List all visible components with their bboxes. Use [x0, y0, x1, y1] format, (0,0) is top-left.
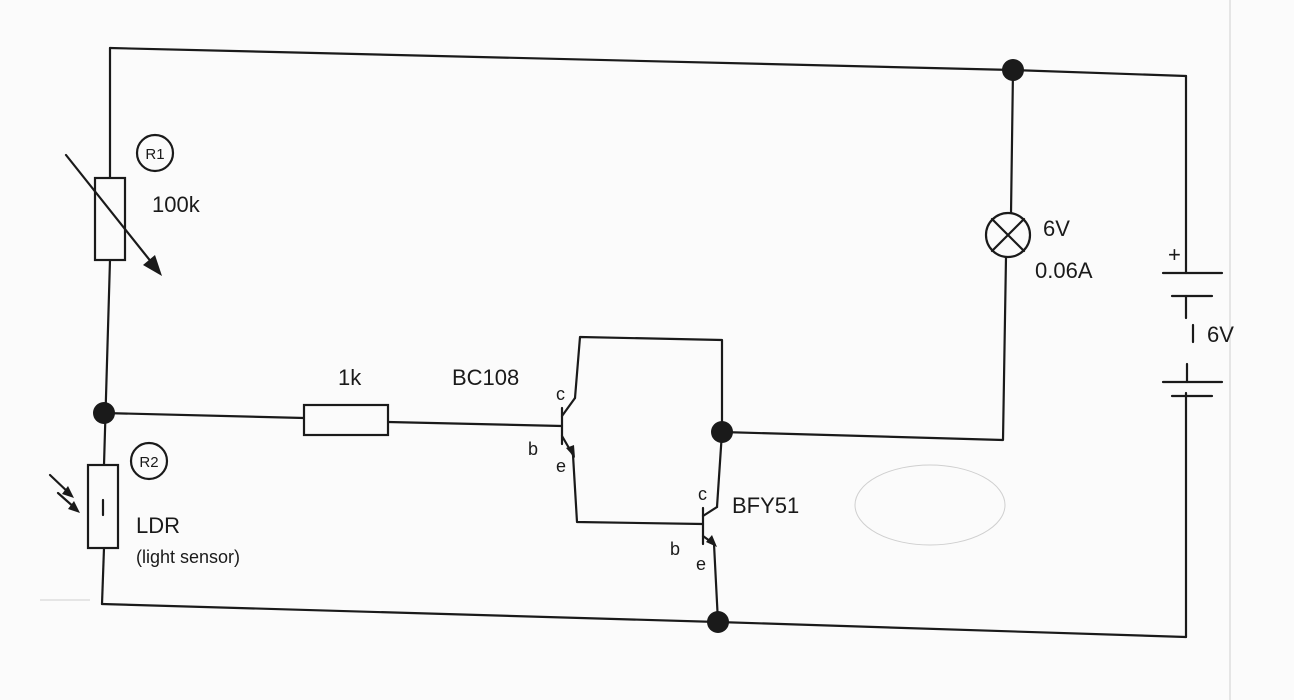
transistor-bfy51 [701, 505, 719, 547]
battery-plus-label: + [1168, 242, 1181, 267]
lamp-current-label: 0.06A [1035, 258, 1093, 283]
wire-top-rail [108, 46, 1188, 78]
r1-value-label: 100k [152, 192, 201, 217]
lamp-icon [984, 211, 1032, 259]
bc108-pin-e: e [556, 456, 566, 476]
junction-node-bottom [707, 611, 729, 633]
bfy51-pin-c: c [698, 484, 707, 504]
junction-nodes [93, 59, 1024, 633]
junction-node-top [1002, 59, 1024, 81]
junction-node-divider [93, 402, 115, 424]
resistor-1k [302, 403, 390, 437]
r2-note-label: (light sensor) [136, 547, 240, 567]
resistor-1k-label: 1k [338, 365, 362, 390]
junction-node-collector [711, 421, 733, 443]
wire-1k-to-base [386, 420, 564, 428]
transistor2-label: BFY51 [732, 493, 799, 518]
scan-artifacts [40, 0, 1231, 700]
bc108-pin-b: b [528, 439, 538, 459]
transistor-bc108 [560, 396, 577, 458]
transistor1-label: BC108 [452, 365, 519, 390]
wire-collector-link [573, 335, 724, 434]
wire-emitter-to-base [571, 453, 705, 526]
r2-name-label: LDR [136, 513, 180, 538]
wire-bfy-emitter [712, 542, 720, 624]
ldr-r2 [86, 463, 120, 550]
r2-tag-circle [129, 441, 169, 481]
wire-lamp-top [1009, 68, 1015, 216]
wire-bfy-collector [715, 430, 724, 509]
bfy51-pin-b: b [670, 539, 680, 559]
wire-bottom-rail [100, 602, 1188, 639]
wire-left-rail-mid [102, 258, 112, 467]
wire-to-1k [102, 411, 306, 420]
light-arrows-icon [48, 473, 80, 513]
r1-tag-circle [135, 133, 175, 173]
wire-left-rail-bottom [100, 546, 106, 606]
bc108-pin-c: c [556, 384, 565, 404]
battery-icon [1161, 271, 1224, 398]
resistor-r1 [64, 153, 162, 276]
lamp-voltage-label: 6V [1043, 216, 1070, 241]
r1-tag: R1 [145, 146, 164, 163]
wire-lamp-bottom [720, 255, 1008, 442]
battery-voltage-label: 6V [1207, 322, 1234, 347]
bfy51-pin-e: e [696, 554, 706, 574]
r2-tag: R2 [139, 454, 158, 471]
wires [100, 46, 1188, 639]
